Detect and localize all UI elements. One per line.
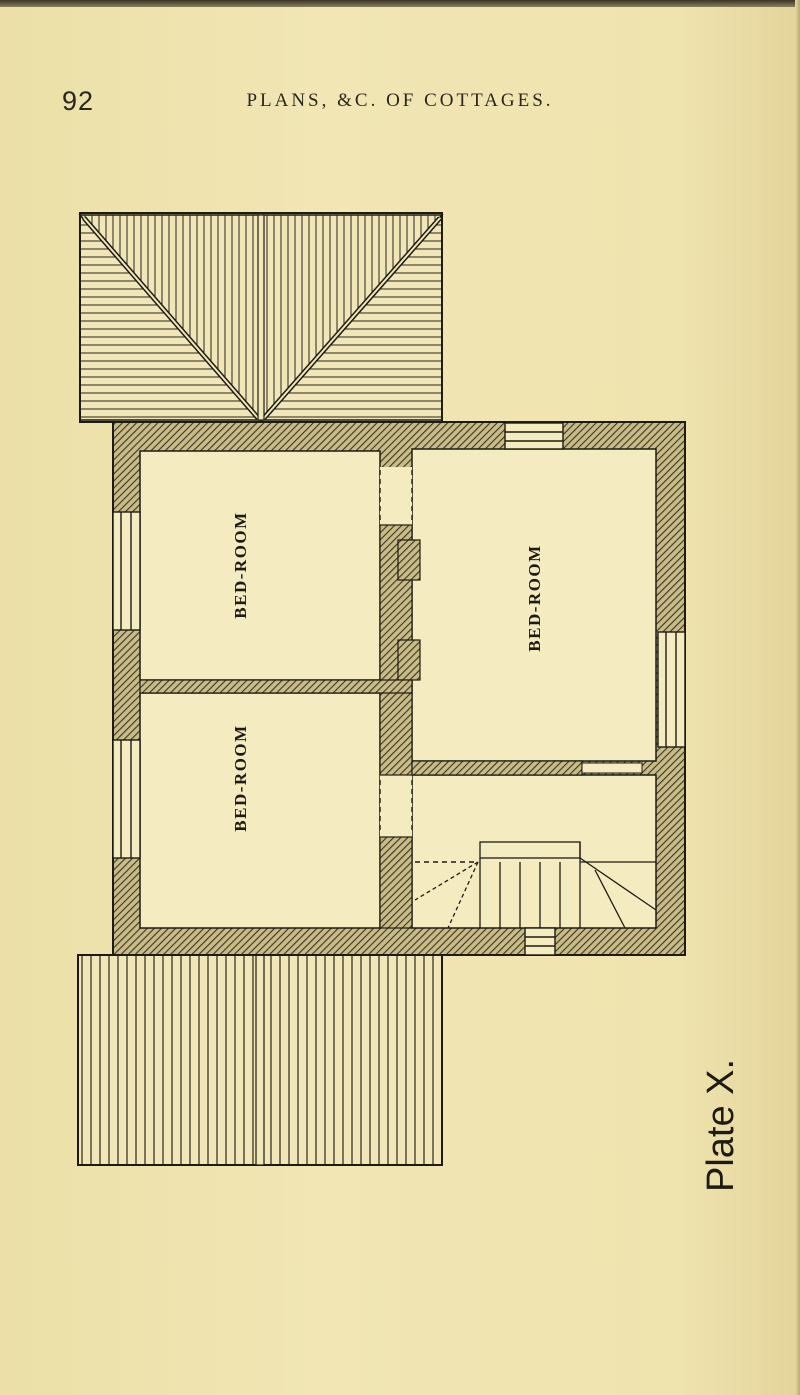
door-openings (379, 470, 478, 863)
room-label-lower-left: BED-ROOM (231, 724, 250, 831)
page-right-edge (795, 0, 800, 1395)
rooms (139, 448, 657, 929)
room-label-right: BED-ROOM (525, 544, 544, 651)
running-head: PLANS, &C. OF COTTAGES. (246, 90, 554, 111)
upper-roof (78, 212, 444, 423)
partitions (139, 679, 643, 776)
staircase (414, 841, 657, 929)
windows (112, 422, 686, 956)
page-top-edge (0, 0, 800, 7)
lower-porch (77, 954, 443, 1166)
room-label-upper-left: BED-ROOM (231, 511, 250, 618)
page-number: 92 (62, 86, 95, 116)
room-labels: BED-ROOM BED-ROOM BED-ROOM (231, 511, 544, 831)
plate-label: Plate X. (700, 1058, 742, 1192)
chimney-breast (379, 524, 421, 929)
